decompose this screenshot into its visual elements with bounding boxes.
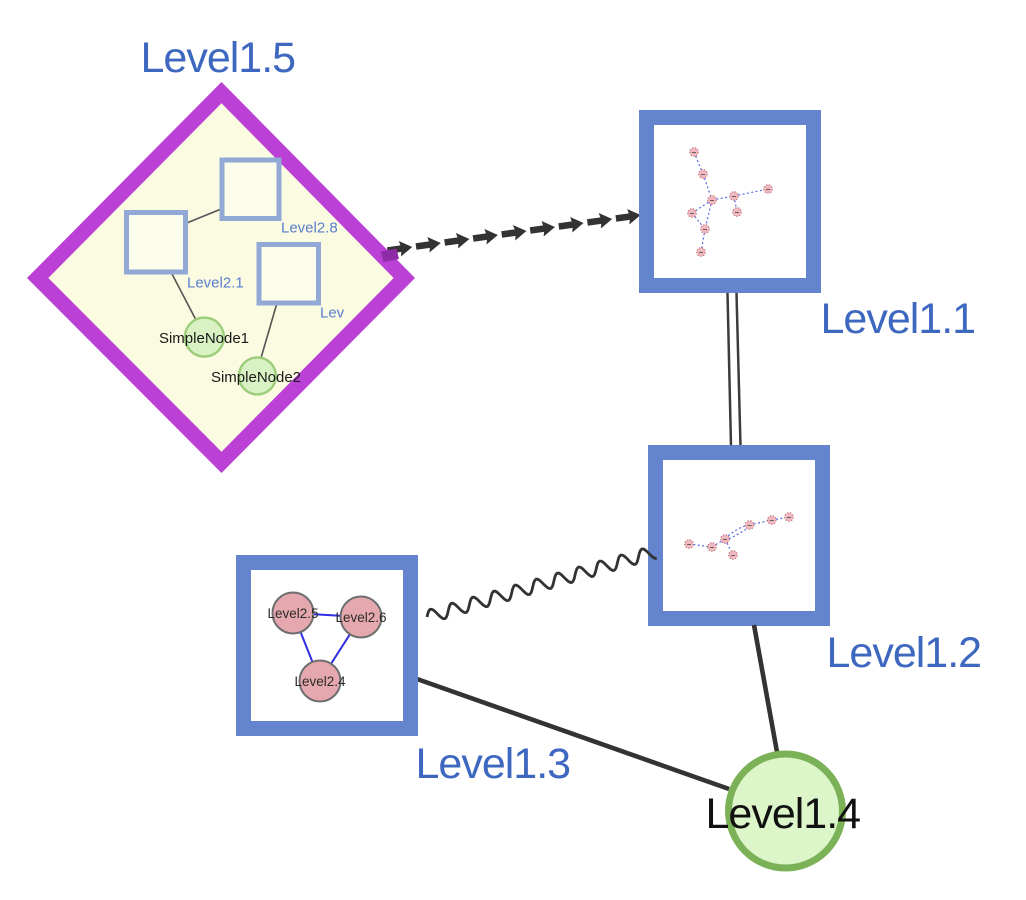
svg-text:SimpleNode2: SimpleNode2 xyxy=(211,369,301,386)
svg-text:Level2.8: Level2.8 xyxy=(281,220,338,237)
svg-text:Level2.6: Level2.6 xyxy=(335,610,386,625)
svg-text:Level1.2: Level1.2 xyxy=(827,629,982,677)
svg-text:Level1.5: Level1.5 xyxy=(141,34,296,82)
svg-text:Level1.3: Level1.3 xyxy=(416,740,571,788)
svg-text:Level1.1: Level1.1 xyxy=(821,295,976,343)
svg-text:Level2.1: Level2.1 xyxy=(187,275,244,292)
svg-text:SimpleNode1: SimpleNode1 xyxy=(159,330,249,347)
svg-text:Level1.4: Level1.4 xyxy=(706,790,861,838)
svg-text:Level2.4: Level2.4 xyxy=(294,674,346,689)
svg-text:Lev: Lev xyxy=(320,305,345,322)
svg-text:Level2.5: Level2.5 xyxy=(267,606,318,621)
